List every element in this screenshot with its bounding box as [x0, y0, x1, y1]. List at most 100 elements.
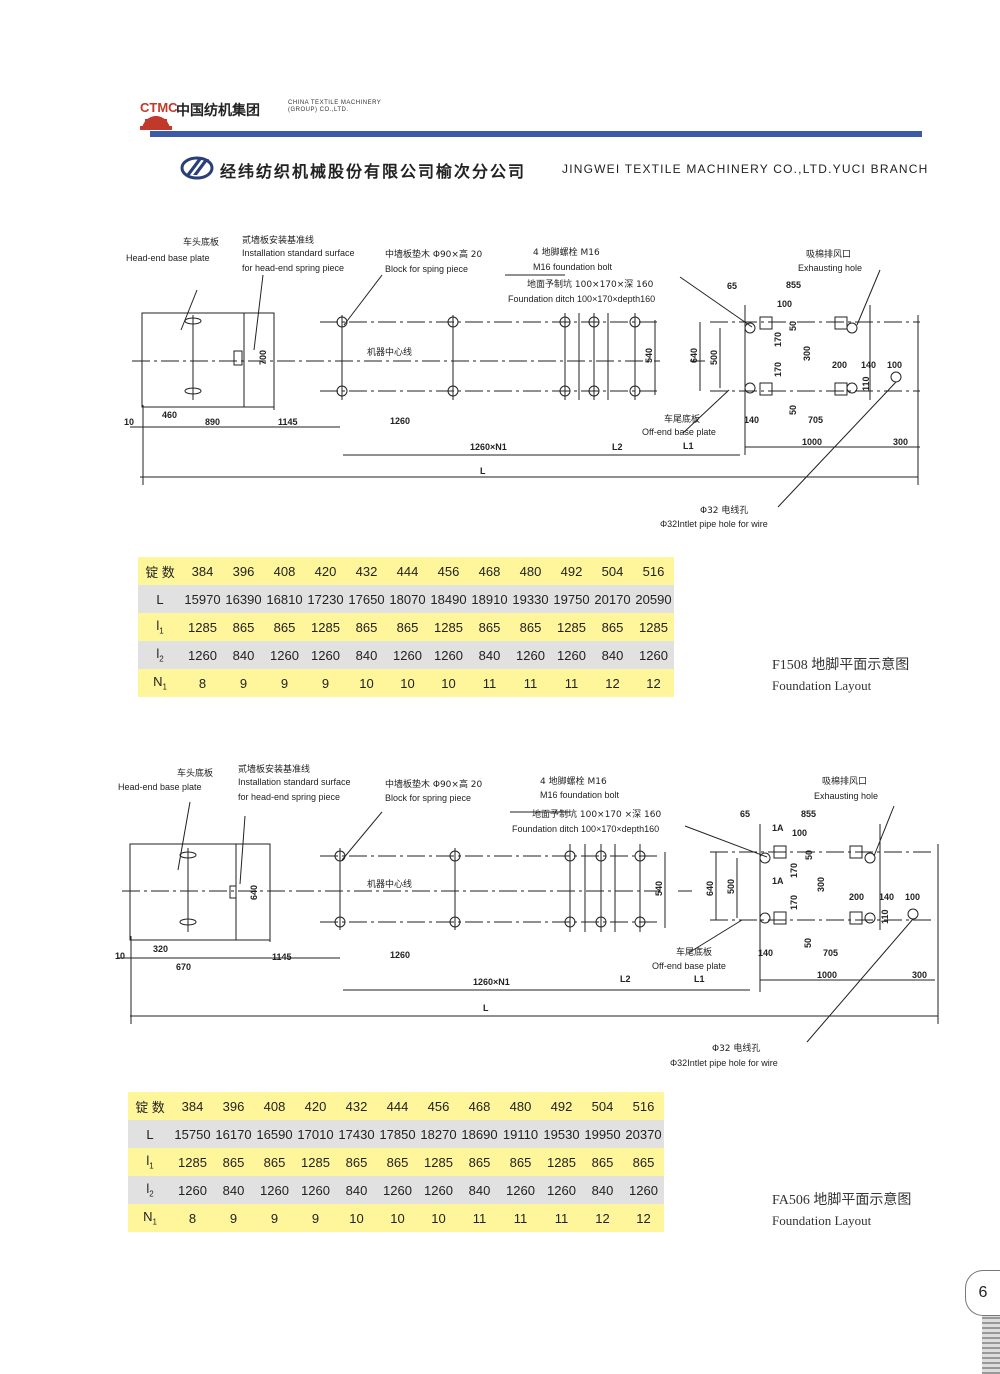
- dim-170b: 170: [789, 895, 799, 910]
- table-cell: 9: [305, 669, 346, 697]
- table-cell: 11: [469, 669, 510, 697]
- table-cell: 865: [223, 613, 264, 641]
- dim-705: 705: [808, 415, 823, 425]
- table-cell: 17010: [295, 1120, 336, 1148]
- table-cell: 10: [418, 1204, 459, 1232]
- table-cell: 1260: [428, 641, 469, 669]
- table-cell: 19110: [500, 1120, 541, 1148]
- dim-l-total: L: [480, 466, 486, 476]
- exhaust-label-cn: 吸棉排风口: [822, 775, 867, 787]
- dim-50b: 50: [788, 405, 798, 415]
- dim-1145: 1145: [278, 417, 298, 427]
- table-cell: 840: [213, 1176, 254, 1204]
- dim-10: 10: [124, 417, 134, 427]
- block-label-cn: 中墙板垫木 Φ90×高 20: [385, 248, 483, 260]
- table-cell: 1260: [418, 1176, 459, 1204]
- table-cell: 865: [336, 1148, 377, 1176]
- table-cell: 20170: [592, 585, 633, 613]
- table-cell: 865: [469, 613, 510, 641]
- row-label: L: [128, 1120, 172, 1148]
- page-edge-strip: [982, 1316, 1000, 1374]
- dim-640: 640: [705, 881, 715, 896]
- table-cell: 11: [541, 1204, 582, 1232]
- table-cell: 1285: [418, 1148, 459, 1176]
- ditch-label-cn: 地面予制坑 100×170×深 160: [527, 278, 654, 290]
- table-cell: 865: [264, 613, 305, 641]
- table-cell: 17650: [346, 585, 387, 613]
- dim-170a: 170: [773, 332, 783, 347]
- table-cell: 840: [336, 1176, 377, 1204]
- install-label-en1: Installation standard surface: [242, 248, 355, 258]
- table-cell: 11: [510, 669, 551, 697]
- table-cell: 9: [223, 669, 264, 697]
- table-cell: 1285: [305, 613, 346, 641]
- foundation-drawing-f1508: 车头底板 Head-end base plate 贰墙板安装基准线 Instal…: [124, 234, 920, 529]
- exhaust-label-en: Exhausting hole: [814, 791, 878, 801]
- table-cell: 16590: [254, 1120, 295, 1148]
- table-cell: 432: [336, 1092, 377, 1120]
- dim-l-total: L: [483, 1003, 489, 1013]
- table-cell: 504: [592, 557, 633, 585]
- ctmc-logo: CTMC: [140, 100, 178, 115]
- page-number: 6: [965, 1270, 1000, 1316]
- table-cell: 1285: [633, 613, 674, 641]
- table-cell: 18690: [459, 1120, 500, 1148]
- install-label-cn: 贰墙板安装基准线: [242, 234, 314, 246]
- ditch-label-en: Foundation ditch 100×170×depth160: [512, 824, 659, 834]
- table-cell: 1260: [305, 641, 346, 669]
- table-cell: 1260: [500, 1176, 541, 1204]
- table-cell: 516: [633, 557, 674, 585]
- install-label-en2: for head-end spring piece: [238, 792, 340, 802]
- dim-10: 10: [115, 951, 125, 961]
- table-cell: 1285: [541, 1148, 582, 1176]
- dim-50a: 50: [804, 850, 814, 860]
- install-label-en2: for head-end spring piece: [242, 263, 344, 273]
- head-end-label-en: Head-end base plate: [126, 253, 210, 263]
- table-cell: 504: [582, 1092, 623, 1120]
- table-cell: 456: [418, 1092, 459, 1120]
- table-cell: 468: [469, 557, 510, 585]
- table-cell: 9: [264, 669, 305, 697]
- exhaust-label-cn: 吸棉排风口: [806, 248, 851, 260]
- table-cell: 1260: [387, 641, 428, 669]
- table-cell: 1285: [172, 1148, 213, 1176]
- table-cell: 1285: [428, 613, 469, 641]
- table-cell: 19530: [541, 1120, 582, 1148]
- table-cell: 480: [510, 557, 551, 585]
- table-cell: 384: [182, 557, 223, 585]
- caption-fa506-en: Foundation Layout: [772, 1213, 872, 1228]
- header-rule: [150, 131, 922, 137]
- dim-300: 300: [912, 970, 927, 980]
- dim-1260: 1260: [390, 950, 410, 960]
- dim-300v: 300: [816, 877, 826, 892]
- dim-1a-top: 1A: [772, 823, 784, 833]
- dim-1145: 1145: [272, 952, 292, 962]
- head-end-label-cn: 车头底板: [177, 767, 213, 779]
- company-name-cn: 经纬纺织机械股份有限公司榆次分公司: [220, 162, 527, 181]
- dim-300: 300: [893, 437, 908, 447]
- dim-855: 855: [801, 809, 816, 819]
- centerline-label: 机器中心线: [367, 878, 412, 890]
- dim-1000: 1000: [802, 437, 822, 447]
- exhaust-label-en: Exhausting hole: [798, 263, 862, 273]
- group-name-en: CHINA TEXTILE MACHINERY (GROUP) CO.,LTD.: [288, 100, 382, 113]
- caption-f1508-en: Foundation Layout: [772, 678, 872, 693]
- offend-label-cn: 车尾底板: [664, 413, 700, 425]
- dim-65: 65: [727, 281, 737, 291]
- table-cell: 16810: [264, 585, 305, 613]
- dim-1260: 1260: [390, 416, 410, 426]
- table-cell: 492: [551, 557, 592, 585]
- row-label: l1: [138, 613, 182, 641]
- table-cell: 12: [582, 1204, 623, 1232]
- row-label: N1: [128, 1204, 172, 1232]
- table-cell: 1260: [172, 1176, 213, 1204]
- table-cell: 19750: [551, 585, 592, 613]
- table-cell: 8: [172, 1204, 213, 1232]
- row-label: L: [138, 585, 182, 613]
- table-cell: 865: [213, 1148, 254, 1176]
- dim-700: 700: [258, 350, 268, 365]
- dim-705: 705: [823, 948, 838, 958]
